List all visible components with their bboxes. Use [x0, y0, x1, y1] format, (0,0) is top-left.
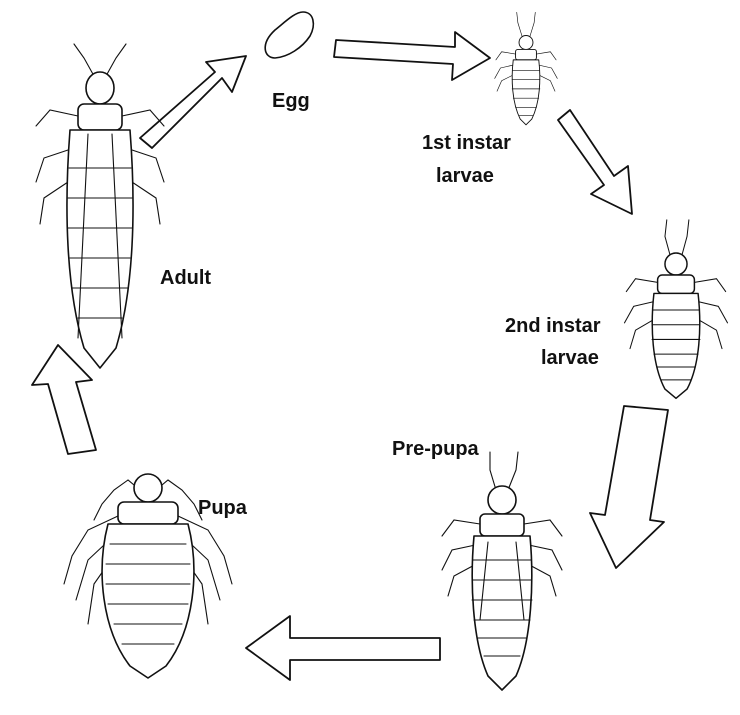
arrow-adult-to-egg: [140, 56, 246, 148]
label-adult: Adult: [160, 267, 211, 289]
label-egg: Egg: [272, 90, 310, 112]
prepupa-illustration: [442, 452, 562, 690]
label-pupa: Pupa: [198, 497, 248, 519]
label-first-instar: 1st instar larvae: [422, 132, 517, 187]
second-instar-larva-illustration: [624, 220, 727, 398]
arrow-prepupa-to-pupa: [246, 616, 440, 680]
label-second-instar: 2nd instar larvae: [505, 315, 606, 369]
arrow-second-instar-to-prepupa: [590, 406, 668, 568]
egg-illustration: [265, 12, 313, 58]
adult-illustration: [36, 44, 164, 368]
arrow-pupa-to-adult: [32, 345, 96, 454]
label-prepupa: Pre-pupa: [392, 438, 480, 460]
arrow-first-to-second-instar: [558, 110, 632, 214]
first-instar-larva-illustration: [495, 12, 558, 125]
stage-labels: Egg 1st instar larvae 2nd instar larvae …: [160, 90, 606, 519]
arrow-egg-to-first-instar: [334, 32, 490, 80]
